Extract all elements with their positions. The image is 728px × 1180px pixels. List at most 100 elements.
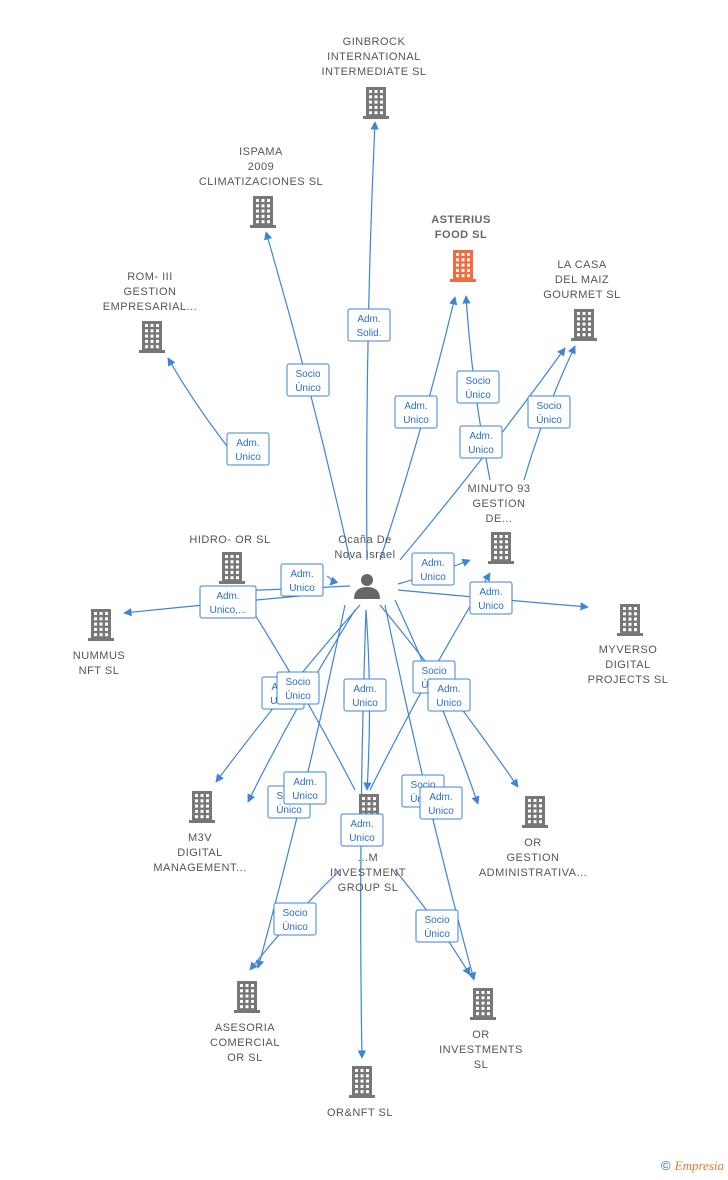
building-icon[interactable] bbox=[219, 552, 245, 584]
building-icon[interactable] bbox=[617, 604, 643, 636]
company-label-line: GESTION bbox=[123, 286, 176, 298]
edge-label-box[interactable]: Adm. Unico bbox=[427, 678, 471, 712]
person-node[interactable]: Ocaña De Nova Israel bbox=[334, 534, 395, 599]
building-icon[interactable] bbox=[250, 196, 276, 228]
company-label-line: M3V bbox=[188, 832, 212, 844]
building-icon[interactable] bbox=[139, 321, 165, 353]
company-label-line: INVESTMENT bbox=[330, 867, 406, 879]
person-label-line: Nova Israel bbox=[334, 549, 395, 561]
edge-label-text: Adm. bbox=[437, 684, 460, 695]
company-label-line: DIGITAL bbox=[605, 659, 650, 671]
building-icon[interactable] bbox=[363, 87, 389, 119]
edge-label-box[interactable]: Adm.Unico bbox=[469, 581, 513, 615]
building-icon[interactable] bbox=[571, 309, 597, 341]
edge-label-box[interactable]: Adm.Unico bbox=[411, 552, 455, 586]
company-label-line: ROM- III bbox=[127, 271, 173, 283]
edge-label-box[interactable]: Adm.Unico bbox=[394, 395, 438, 429]
company-node-minuto[interactable]: MINUTO 93GESTIONDE... bbox=[468, 483, 531, 564]
edge-label-box[interactable]: Adm.Unico bbox=[459, 425, 503, 459]
company-label-line: GESTION bbox=[506, 852, 559, 864]
company-node-asterius[interactable]: ASTERIUS FOOD SL bbox=[431, 214, 491, 282]
edge-label-text: Adm. bbox=[236, 438, 259, 449]
company-label-line: MINUTO 93 bbox=[468, 483, 531, 495]
company-node-hidro[interactable]: HIDRO- OR SL bbox=[189, 534, 270, 584]
company-node-ornft[interactable]: OR&NFT SL bbox=[327, 1066, 393, 1119]
edge-label-box[interactable]: Adm.Unico,... bbox=[199, 585, 257, 619]
edge-label-text: Unico bbox=[352, 698, 378, 709]
building-icon[interactable] bbox=[522, 796, 548, 828]
company-label-line: SL bbox=[474, 1059, 488, 1071]
edge-label-box[interactable]: Adm. Unico bbox=[226, 432, 270, 466]
edge-label-text: Único bbox=[282, 920, 308, 933]
building-icon[interactable] bbox=[488, 532, 514, 564]
edge-label-text: Unico bbox=[289, 583, 315, 594]
copyright-icon: © bbox=[661, 1158, 671, 1173]
company-node-asesoria[interactable]: ASESORIA COMERCIAL OR SL bbox=[210, 981, 280, 1064]
person-label-line: Ocaña De bbox=[338, 534, 392, 546]
edge-label-box[interactable]: Adm. Unico bbox=[343, 678, 387, 712]
company-label-line: ASESORIA bbox=[215, 1022, 275, 1034]
edge-label-text: Unico bbox=[436, 698, 462, 709]
edge-label-text: Adm. bbox=[293, 777, 316, 788]
edge-label-text: Unico bbox=[235, 452, 261, 463]
edge-label-text: Socio bbox=[285, 677, 310, 688]
company-label-line: PROJECTS SL bbox=[588, 674, 669, 686]
company-label-line: OR&NFT SL bbox=[327, 1107, 393, 1119]
building-icon[interactable] bbox=[450, 250, 476, 282]
building-icon[interactable] bbox=[470, 988, 496, 1020]
company-label-line: COMERCIAL bbox=[210, 1037, 280, 1049]
edge-label-text: Adm. bbox=[290, 569, 313, 580]
edge-label-text: Único bbox=[465, 388, 491, 401]
edge-line bbox=[326, 575, 339, 586]
building-icon[interactable] bbox=[189, 791, 215, 823]
building-icon[interactable] bbox=[88, 609, 114, 641]
footer-brand[interactable]: ©Empresia bbox=[661, 1158, 724, 1174]
company-node-rom[interactable]: ROM- III GESTION EMPRESARIAL... bbox=[103, 271, 197, 353]
edge-label-text: Socio bbox=[465, 376, 490, 387]
edge-label-text: Adm. bbox=[353, 684, 376, 695]
edge-label-text: Único bbox=[285, 689, 311, 702]
company-label-line: OR SL bbox=[227, 1052, 263, 1064]
edge-label-box[interactable]: Adm. Unico bbox=[283, 771, 327, 805]
edge-label-text: Unico bbox=[292, 791, 318, 802]
edge-label-box[interactable]: Adm.Solid. bbox=[347, 308, 391, 342]
company-label-line: CLIMATIZACIONES SL bbox=[199, 176, 323, 188]
edge-label-text: Socio bbox=[295, 369, 320, 380]
edge-label-text: Socio bbox=[424, 915, 449, 926]
edge-label-box[interactable]: Adm. Unico bbox=[280, 563, 324, 597]
company-node-orgestion[interactable]: ORGESTIONADMINISTRATIVA... bbox=[479, 796, 587, 879]
edge-label-text: Socio bbox=[410, 780, 435, 791]
edge-label-box[interactable]: Adm.Unico bbox=[419, 786, 463, 820]
building-icon[interactable] bbox=[234, 981, 260, 1013]
company-label-line: FOOD SL bbox=[435, 229, 487, 241]
company-label-line: OR bbox=[472, 1029, 490, 1041]
company-node-m3v[interactable]: M3VDIGITALMANAGEMENT... bbox=[153, 791, 246, 874]
edge-label-text: Único bbox=[295, 381, 321, 394]
building-icon[interactable] bbox=[349, 1066, 375, 1098]
company-label-line: 2009 bbox=[248, 161, 274, 173]
company-label-line: DE... bbox=[486, 513, 513, 525]
company-label-line: INTERMEDIATE SL bbox=[321, 66, 426, 78]
company-label-line: HIDRO- OR SL bbox=[189, 534, 270, 546]
edge-label-text: Adm. bbox=[421, 558, 444, 569]
edge-label-text: Solid. bbox=[356, 328, 381, 339]
edge-label-box[interactable]: Adm.Unico bbox=[340, 813, 384, 847]
company-label-line: NUMMUS bbox=[73, 650, 126, 662]
edge-label-text: Unico,... bbox=[210, 605, 247, 616]
company-label-line: EMPRESARIAL... bbox=[103, 301, 197, 313]
company-label-line: ASTERIUS bbox=[431, 214, 491, 226]
